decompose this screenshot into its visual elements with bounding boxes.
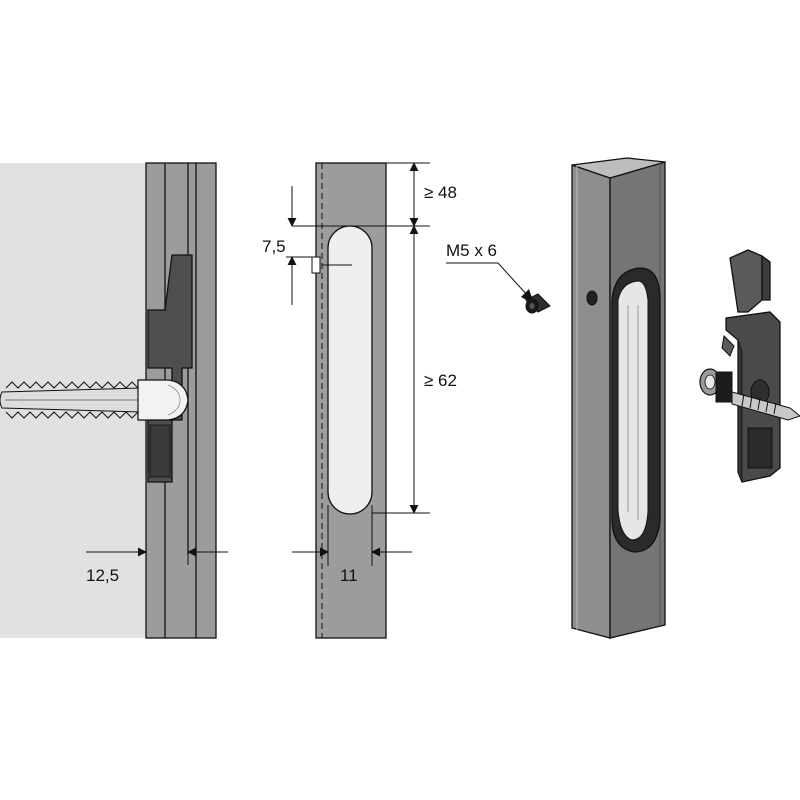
bracket-lower-slot (747, 427, 773, 469)
grub-screw-callout: M5 x 6 (446, 241, 551, 314)
dim-slot-height-label: ≥ 62 (424, 371, 457, 390)
hole-mark (311, 256, 321, 274)
front-view: ≥ 48 ≥ 62 7,5 11 (262, 162, 457, 639)
isometric-bracket (699, 249, 800, 483)
screw-spec-label: M5 x 6 (446, 241, 497, 260)
section-view: 12,5 (0, 162, 228, 639)
dim-offset-label: 12,5 (86, 566, 119, 585)
dim-slot-width-label: 11 (340, 566, 358, 585)
bracket-slot (149, 424, 171, 478)
screw-icon (0, 379, 189, 421)
grub-screw-icon (525, 293, 551, 314)
bracket-screw-icon (699, 368, 800, 421)
dim-hole-offset-label: 7,5 (262, 237, 286, 256)
isometric-profile (571, 157, 666, 639)
dim-top-distance-label: ≥ 48 (424, 183, 457, 202)
slot-opening (327, 225, 373, 515)
profile-hole (586, 290, 598, 306)
